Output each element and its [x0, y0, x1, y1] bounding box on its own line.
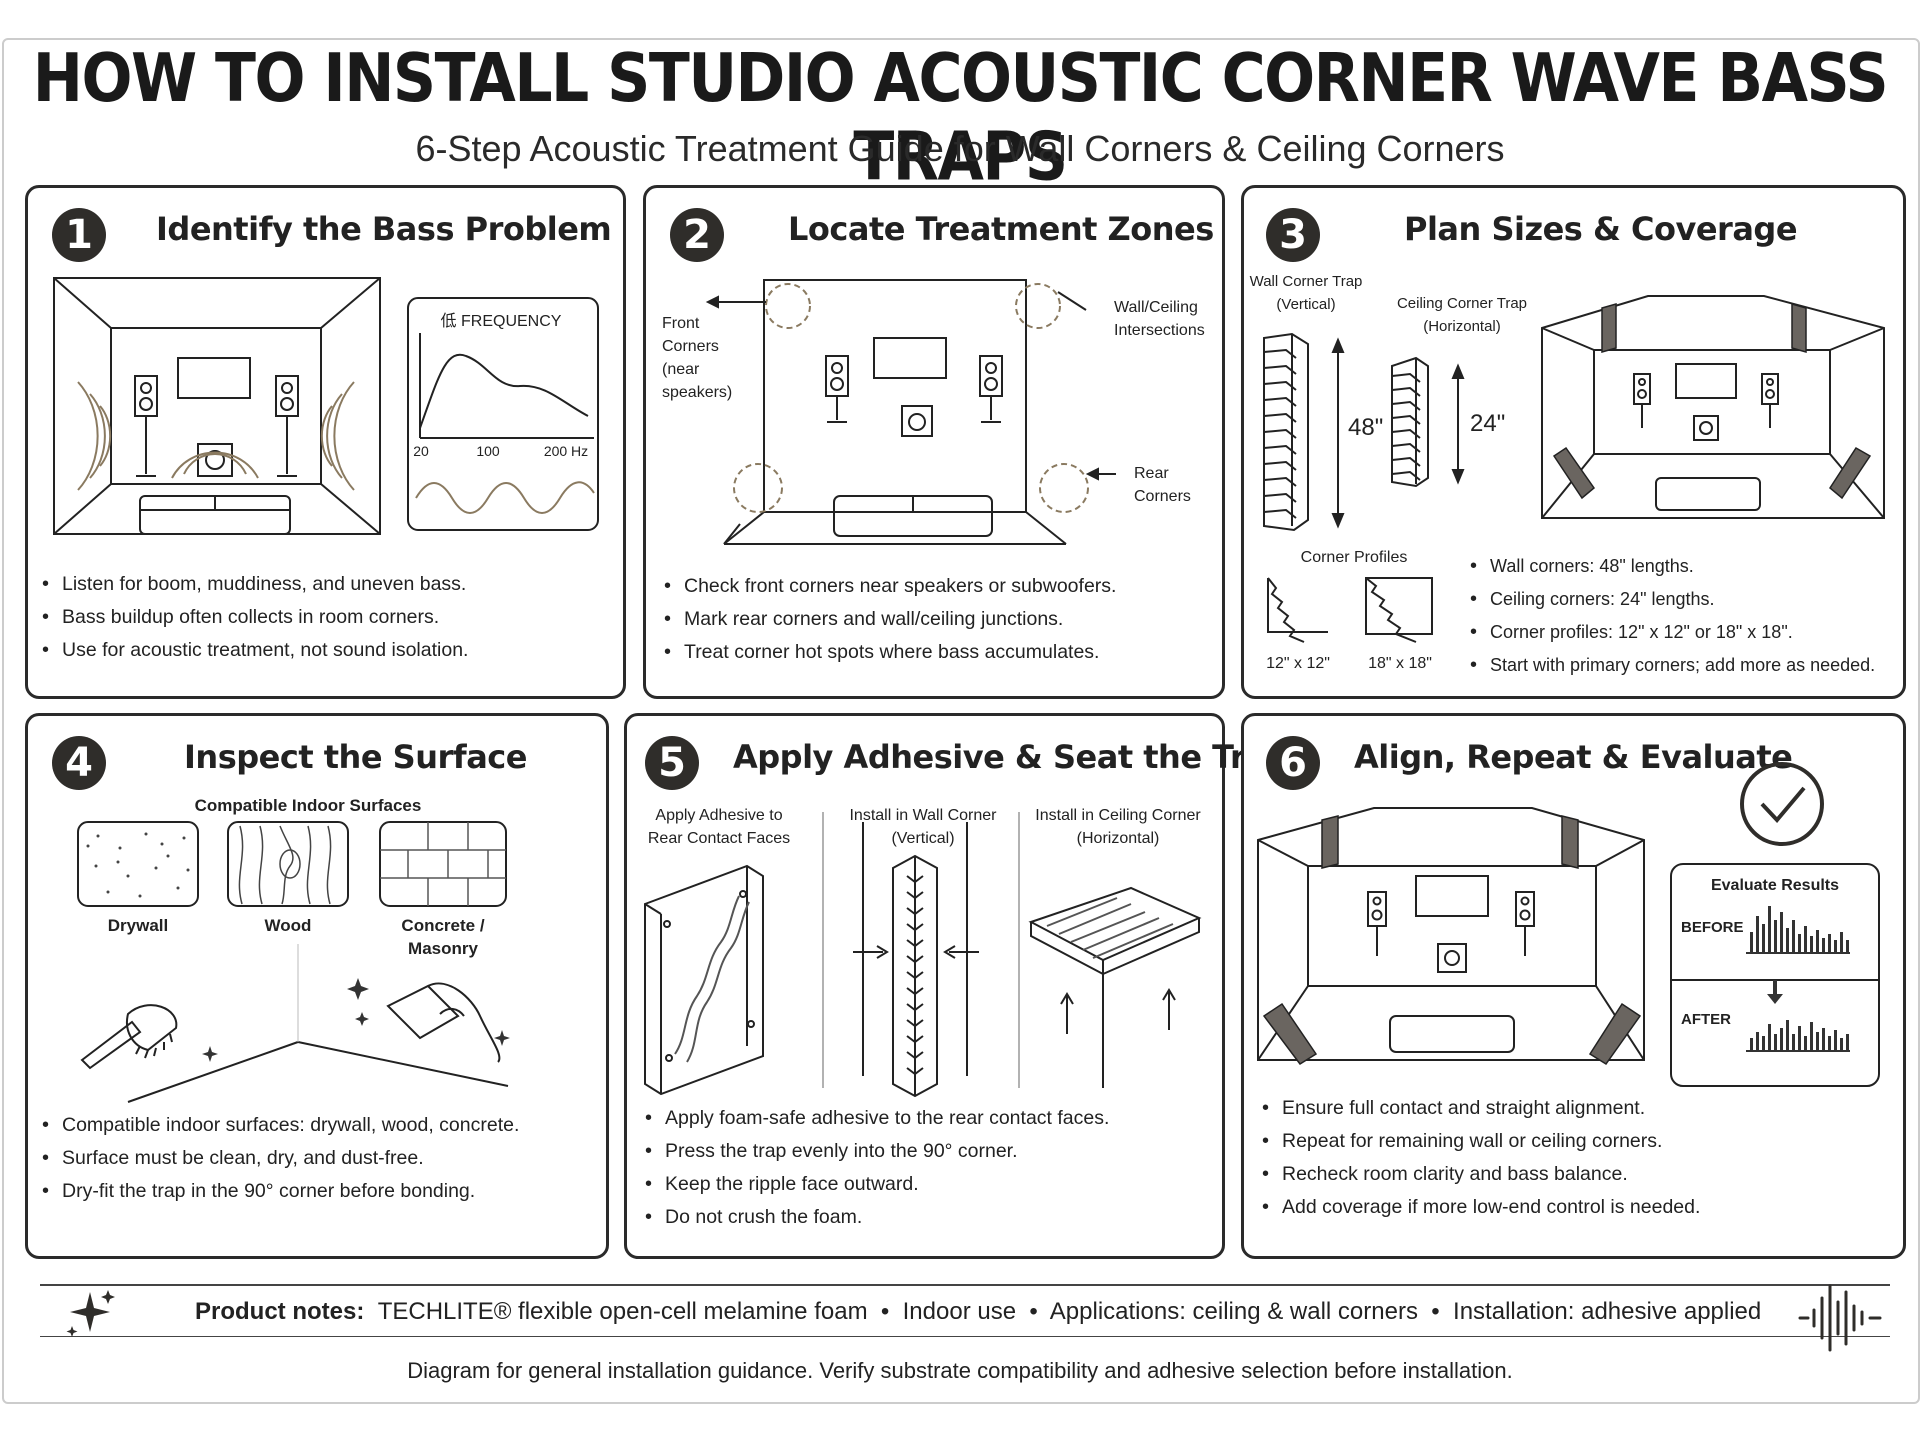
after-label: AFTER — [1681, 1011, 1731, 1028]
step-3-bullet: Ceiling corners: 24" lengths. — [1470, 583, 1875, 616]
wall-trap-length: 48" — [1348, 414, 1384, 441]
ceiling-trap-length: 24" — [1470, 410, 1506, 437]
step-3-card: 3 Plan Sizes & Coverage Wall Corner Trap… — [1241, 185, 1906, 699]
page-subtitle: 6-Step Acoustic Treatment Guide for Wall… — [415, 128, 1505, 169]
wood-label: Wood — [264, 916, 312, 935]
ceiling-install-label: Install in Ceiling Corner (Horizontal) — [1035, 807, 1201, 847]
step-6-card: 6 Align, Repeat & Evaluate — [1241, 713, 1906, 1259]
evaluate-illustration — [1257, 762, 1880, 1087]
step-6-title: Align, Repeat & Evaluate — [1354, 738, 1793, 776]
step-3-bullet: Start with primary corners; add more as … — [1470, 649, 1875, 682]
front-corners-label: Front Corners (near speakers) — [662, 315, 733, 401]
step-3-bullet: Wall corners: 48" lengths. — [1470, 550, 1875, 583]
sound-wave-icon — [1798, 1284, 1882, 1352]
step-4-card: 4 Inspect the Surface Compatible Indoor … — [25, 713, 609, 1259]
step-5-bullet: Keep the ripple face outward. — [645, 1168, 1109, 1201]
rear-corners-label: Rear Corners — [1134, 465, 1191, 505]
freq-tick-20: 20 — [413, 443, 429, 459]
disclaimer: Diagram for general installation guidanc… — [407, 1358, 1513, 1383]
profile-12-label: 12" x 12" — [1266, 655, 1330, 672]
adhesive-label: Apply Adhesive to Rear Contact Faces — [647, 807, 791, 847]
before-label: BEFORE — [1681, 919, 1744, 936]
wall-ceiling-label: Wall/Ceiling Intersections — [1114, 299, 1205, 339]
profile-18-label: 18" x 18" — [1368, 655, 1432, 672]
step-2-bullet: Check front corners near speakers or sub… — [664, 570, 1116, 603]
surfaces-heading: Compatible Indoor Surfaces — [194, 796, 422, 815]
freq-tick-100: 100 — [476, 443, 500, 459]
step-6-bullet: Ensure full contact and straight alignme… — [1262, 1092, 1700, 1125]
ceiling-trap-label: Ceiling Corner Trap (Horizontal) — [1396, 295, 1528, 335]
frequency-graph-label: 低 FREQUENCY — [440, 313, 562, 330]
evaluate-results-label: Evaluate Results — [1710, 877, 1840, 894]
corner-profiles-label: Corner Profiles — [1300, 549, 1408, 566]
step-1-card: 1 Identify the Bass Problem — [25, 185, 626, 699]
step-5-number: 5 — [645, 736, 699, 790]
adhesive-install-illustration — [644, 812, 1202, 1098]
step-4-number: 4 — [52, 736, 106, 790]
footer-divider-top — [40, 1284, 1890, 1286]
step-4-bullets: Compatible indoor surfaces: drywall, woo… — [42, 1109, 519, 1208]
product-notes-text: TECHLITE® flexible open-cell melamine fo… — [377, 1298, 1762, 1325]
step-2-card: 2 Locate Treatment Zones — [643, 185, 1225, 699]
step-6-bullet: Repeat for remaining wall or ceiling cor… — [1262, 1125, 1700, 1158]
step-4-bullet: Surface must be clean, dry, and dust-fre… — [42, 1142, 519, 1175]
room-bass-illustration — [53, 277, 599, 535]
freq-tick-200: 200 Hz — [543, 443, 589, 459]
step-1-title: Identify the Bass Problem — [156, 210, 612, 248]
step-3-bullet: Corner profiles: 12" x 12" or 18" x 18". — [1470, 616, 1875, 649]
step-2-bullet: Treat corner hot spots where bass accumu… — [664, 636, 1116, 669]
step-1-bullet: Bass buildup often collects in room corn… — [42, 601, 468, 634]
step-3-bullets: Wall corners: 48" lengths. Ceiling corne… — [1470, 550, 1875, 682]
step-3-title: Plan Sizes & Coverage — [1404, 210, 1798, 248]
step-5-bullets: Apply foam-safe adhesive to the rear con… — [645, 1102, 1109, 1234]
step-4-title: Inspect the Surface — [184, 738, 527, 776]
step-5-title: Apply Adhesive & Seat the Trap — [733, 738, 1289, 776]
step-1-number: 1 — [52, 208, 106, 262]
step-4-bullet: Dry-fit the trap in the 90° corner befor… — [42, 1175, 519, 1208]
step-5-bullet: Press the trap evenly into the 90° corne… — [645, 1135, 1109, 1168]
page-title: HOW TO INSTALL STUDIO ACOUSTIC CORNER WA… — [32, 39, 1889, 197]
footer-divider-bottom — [40, 1336, 1890, 1337]
step-2-number: 2 — [670, 208, 724, 262]
step-2-bullets: Check front corners near speakers or sub… — [664, 570, 1116, 669]
step-5-card: 5 Apply Adhesive & Seat the Trap Apply A… — [624, 713, 1289, 1259]
step-6-bullet: Add coverage if more low-end control is … — [1262, 1191, 1700, 1224]
step-6-number: 6 — [1266, 736, 1320, 790]
page-frame — [2, 38, 1920, 1404]
step-6-bullets: Ensure full contact and straight alignme… — [1262, 1092, 1700, 1224]
step-2-title: Locate Treatment Zones — [788, 210, 1214, 248]
step-1-bullet: Listen for boom, muddiness, and uneven b… — [42, 568, 468, 601]
step-4-bullet: Compatible indoor surfaces: drywall, woo… — [42, 1109, 519, 1142]
concrete-label: Concrete / Masonry — [401, 916, 485, 958]
step-1-bullet: Use for acoustic treatment, not sound is… — [42, 634, 468, 667]
drywall-label: Drywall — [107, 916, 169, 935]
wall-install-label: Install in Wall Corner (Vertical) — [849, 807, 997, 847]
treatment-zones-illustration — [705, 279, 1116, 545]
step-2-bullet: Mark rear corners and wall/ceiling junct… — [664, 603, 1116, 636]
wall-trap-label: Wall Corner Trap (Vertical) — [1249, 273, 1363, 313]
step-3-number: 3 — [1266, 208, 1320, 262]
step-5-bullet: Do not crush the foam. — [645, 1201, 1109, 1234]
step-6-bullet: Recheck room clarity and bass balance. — [1262, 1158, 1700, 1191]
product-notes: Product notes: TECHLITE® flexible open-c… — [195, 1298, 1761, 1326]
step-5-bullet: Apply foam-safe adhesive to the rear con… — [645, 1102, 1109, 1135]
product-notes-label: Product notes: — [195, 1298, 365, 1325]
trap-sizes-illustration — [1263, 295, 1885, 643]
surfaces-illustration — [77, 821, 510, 1103]
sparkle-icon — [66, 1290, 115, 1337]
step-1-bullets: Listen for boom, muddiness, and uneven b… — [42, 568, 468, 667]
